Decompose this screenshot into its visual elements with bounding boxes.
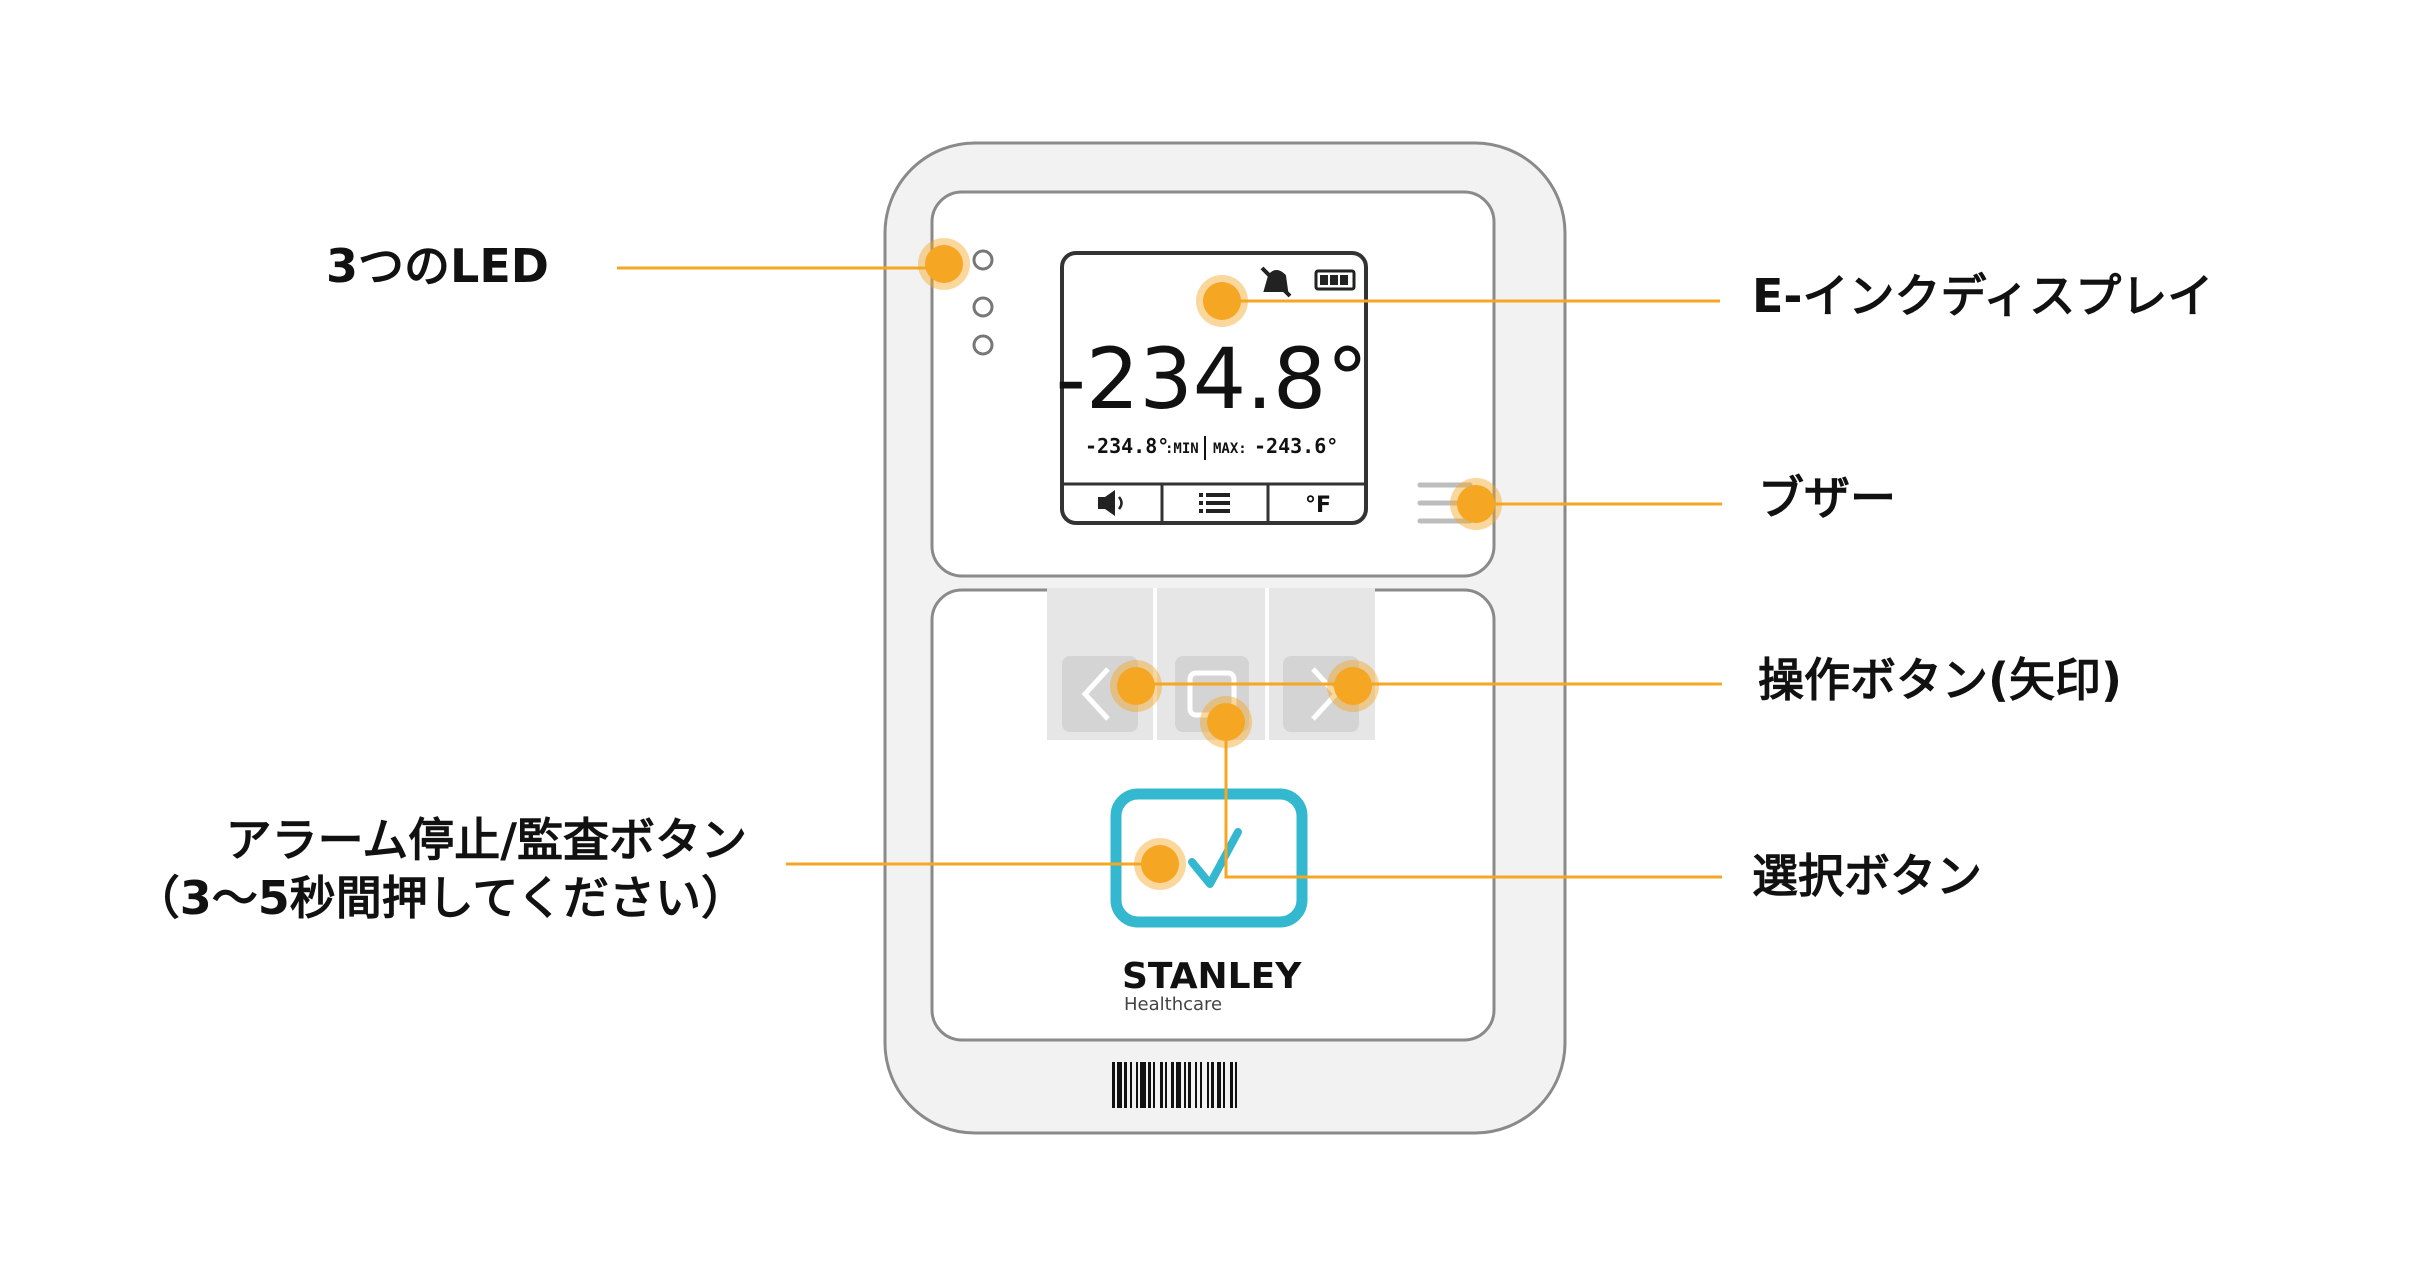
- speaker-icon: [1098, 490, 1123, 516]
- brand-name: STANLEY: [1122, 956, 1302, 997]
- barcode: [1112, 1062, 1237, 1108]
- barcode-bar: [1200, 1062, 1202, 1108]
- barcode-bar: [1188, 1062, 1191, 1108]
- check-icon: [1188, 828, 1242, 888]
- barcode-bar: [1184, 1062, 1186, 1108]
- barcode-bar: [1195, 1062, 1197, 1108]
- alarm-label-line-2: （3～5秒間押してください）: [133, 870, 747, 925]
- max-reading: -243.6°: [1254, 434, 1338, 458]
- barcode-bar: [1176, 1062, 1181, 1108]
- select-label: 選択ボタン: [1752, 849, 1982, 903]
- barcode-bar: [1124, 1062, 1127, 1108]
- barcode-bar: [1153, 1062, 1155, 1108]
- main-temperature: -234.8°: [1056, 330, 1369, 428]
- brand-subtitle: Healthcare: [1124, 994, 1222, 1015]
- led-1: [972, 249, 994, 271]
- list-icon: [1199, 493, 1230, 513]
- barcode-bar: [1207, 1062, 1209, 1108]
- select-leader: [1224, 722, 1722, 879]
- barcode-bar: [1136, 1062, 1138, 1108]
- leds-label: 3つのLED: [326, 239, 549, 293]
- eink-display: [1060, 251, 1368, 525]
- alarm-audit-button[interactable]: [1110, 788, 1308, 928]
- led-3: [972, 334, 994, 356]
- barcode-bar: [1211, 1062, 1214, 1108]
- barcode-bar: [1217, 1062, 1221, 1108]
- barcode-bar: [1235, 1062, 1237, 1108]
- led-2: [972, 296, 994, 318]
- barcode-bar: [1148, 1062, 1151, 1108]
- barcode-bar: [1160, 1062, 1163, 1108]
- unit-button-label: °F: [1305, 493, 1331, 518]
- left-arrow-button[interactable]: [1062, 656, 1138, 732]
- display-label: E-インクディスプレイ: [1752, 269, 2214, 323]
- battery-icon: [1314, 269, 1356, 291]
- min-reading: -234.8°: [1085, 434, 1169, 458]
- mute-icon: [1260, 266, 1292, 298]
- barcode-bar: [1165, 1062, 1167, 1108]
- barcode-bar: [1223, 1062, 1225, 1108]
- buzzer-label: ブザー: [1758, 471, 1896, 525]
- alarm-label-line-1: アラーム停止/監査ボタン: [225, 813, 747, 867]
- barcode-bar: [1130, 1062, 1132, 1108]
- barcode-bar: [1230, 1062, 1233, 1108]
- min-tag: :MIN: [1165, 441, 1199, 457]
- barcode-bar: [1112, 1062, 1115, 1108]
- barcode-bar: [1171, 1062, 1174, 1108]
- arrows-label: 操作ボタン(矢印): [1758, 653, 2123, 707]
- alarm-label: アラーム停止/監査ボタン （3～5秒間押してください）: [134, 812, 747, 927]
- barcode-bar: [1140, 1062, 1146, 1108]
- barcode-bar: [1117, 1062, 1122, 1108]
- max-tag: MAX:: [1213, 441, 1247, 457]
